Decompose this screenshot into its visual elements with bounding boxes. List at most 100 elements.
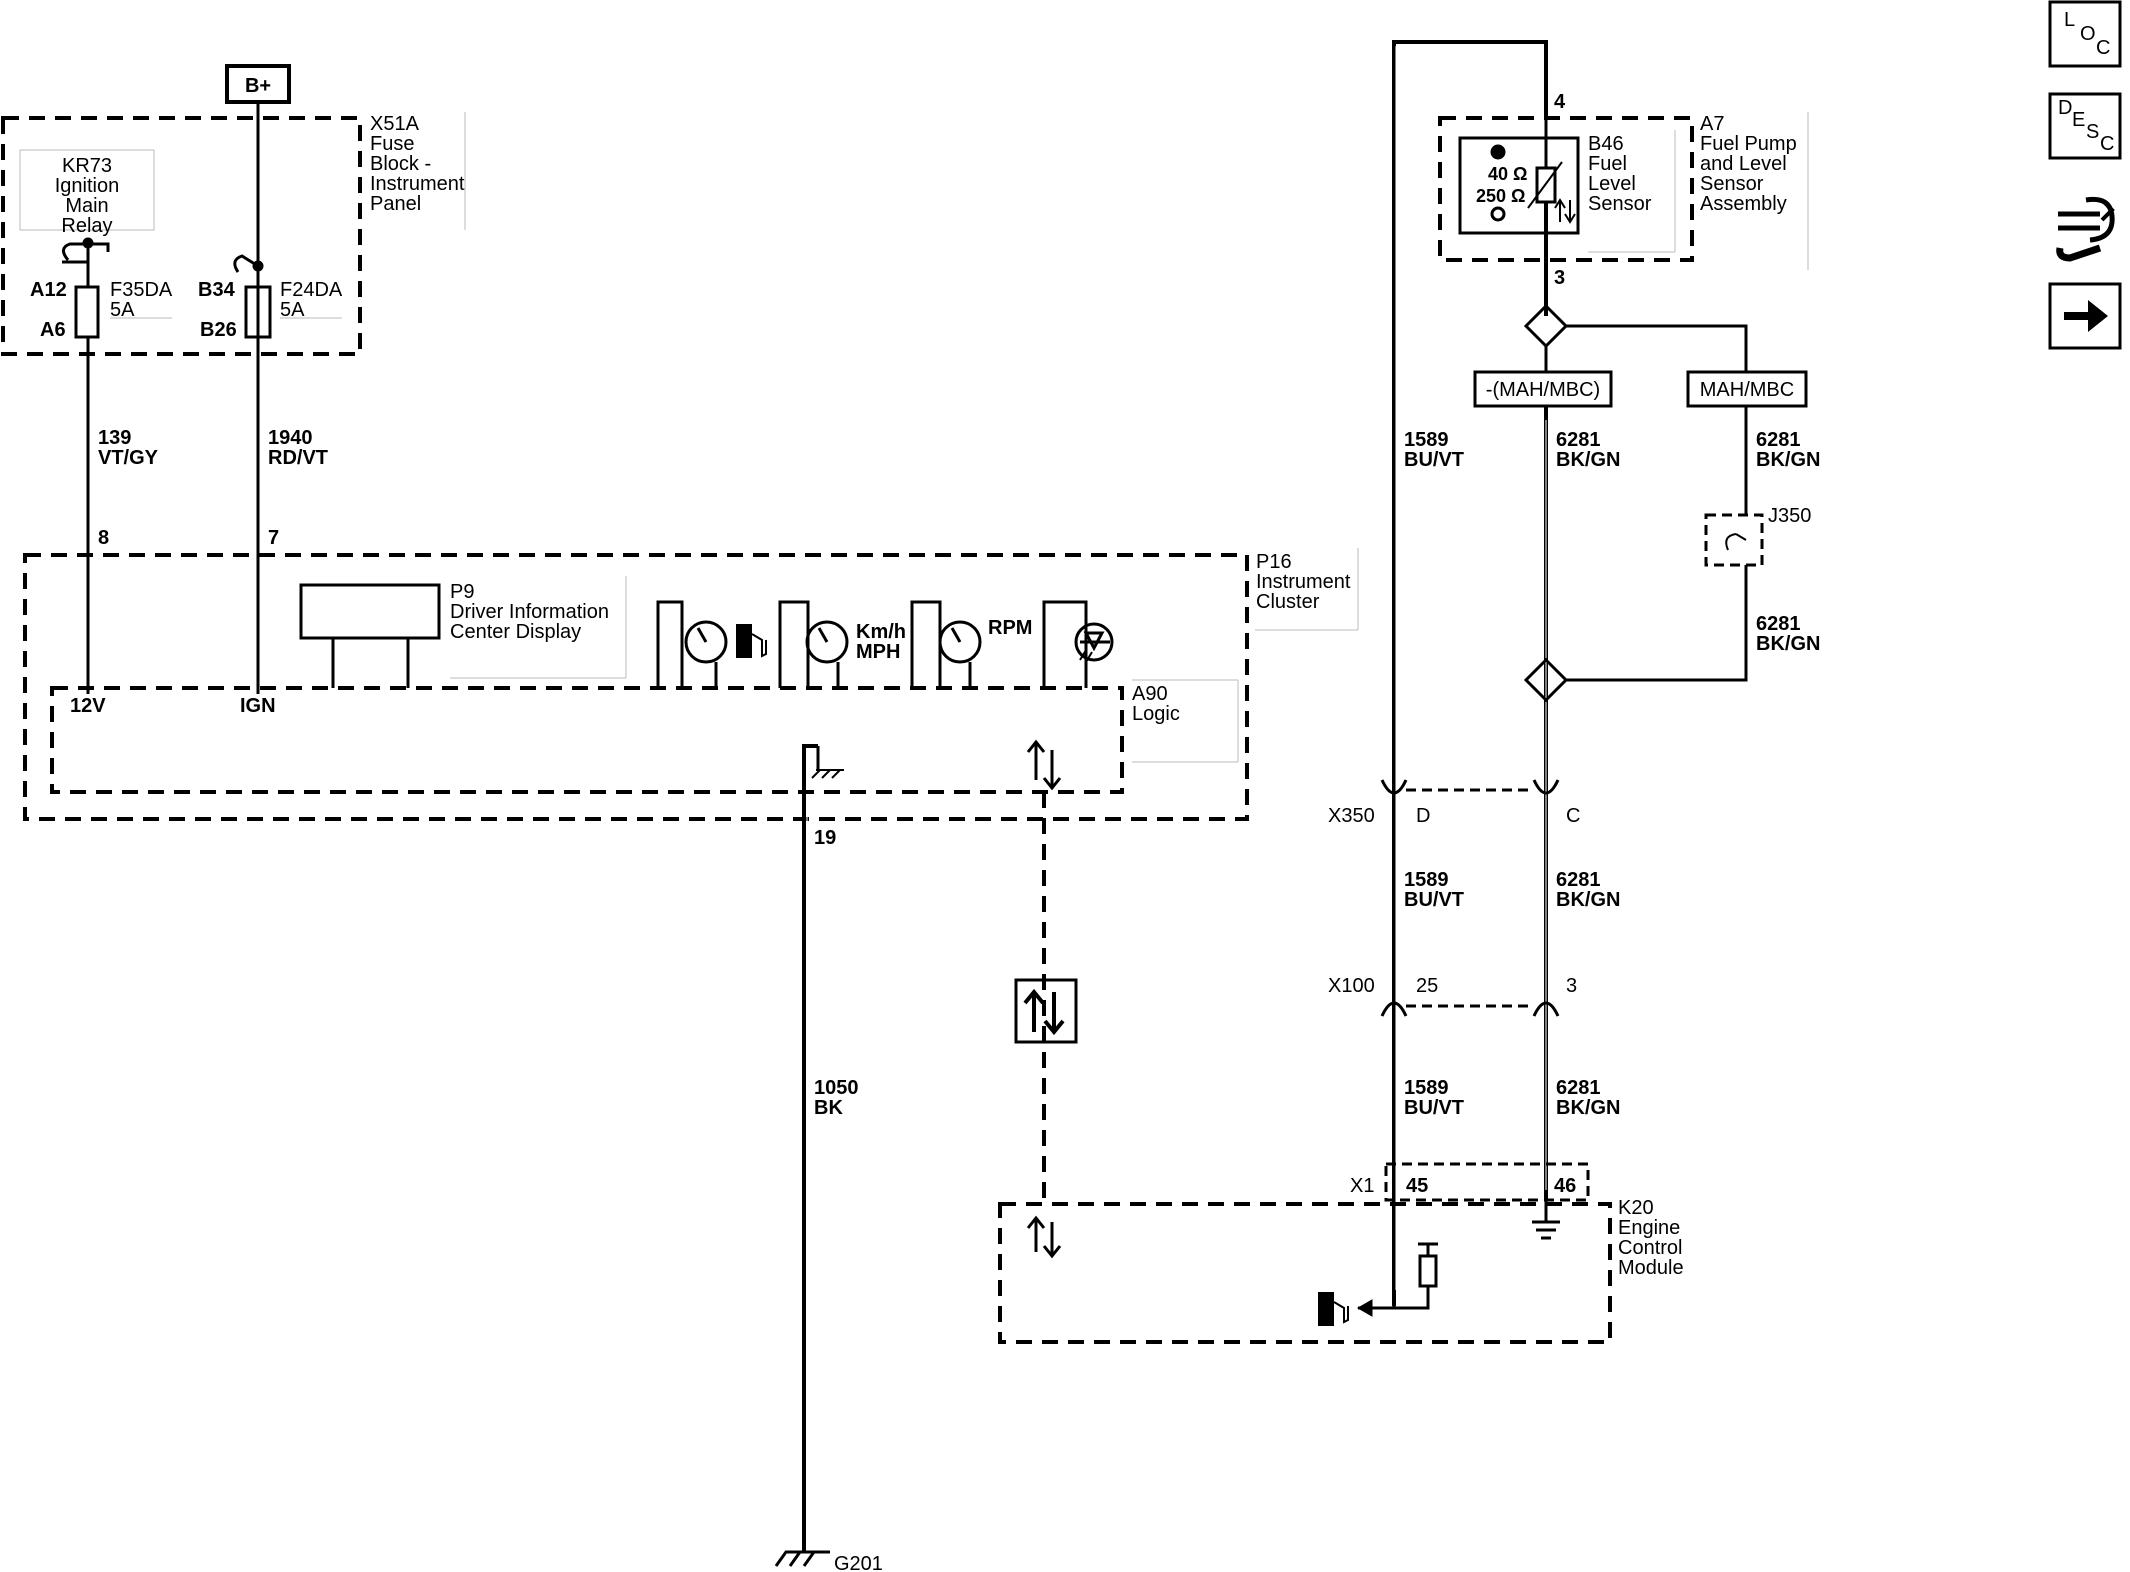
x1-label: X1	[1350, 1175, 1374, 1197]
cluster-pin-8: 8	[98, 527, 109, 549]
sensor-resistance-low: 40 Ω	[1488, 164, 1527, 184]
desc-button[interactable]	[2048, 92, 2122, 160]
sensor-desc-3: Sensor	[1588, 193, 1652, 215]
display-name: P9	[450, 581, 474, 603]
battery-positive-label: B+	[245, 75, 271, 97]
wire-6281-d-circuit: 6281	[1556, 869, 1601, 891]
forward-arrow-button[interactable]	[2048, 282, 2122, 350]
cluster-desc-1: Instrument	[1256, 571, 1351, 593]
wire-1940-circuit: 1940	[268, 427, 313, 449]
fuse1-pin-in: A12	[30, 279, 67, 301]
option-left-label: -(MAH/MBC)	[1486, 379, 1600, 401]
fuel-pump-desc-3: Sensor	[1700, 173, 1764, 195]
jumper-label: J350	[1768, 505, 1811, 527]
wire-1589-top-color: BU/VT	[1404, 449, 1464, 471]
forward-arrow-icon	[2064, 300, 2108, 332]
wire-6281-e-circuit: 6281	[1556, 1077, 1601, 1099]
splice-bottom	[1523, 657, 1569, 703]
wire-1589-mid-circuit: 1589	[1404, 869, 1449, 891]
x1-pin-45: 45	[1406, 1175, 1428, 1197]
fuel-pump-icon	[736, 624, 1349, 1326]
ecm-desc-1: Engine	[1618, 1217, 1680, 1239]
display-desc-1: Driver Information	[450, 601, 609, 623]
option-box-left	[1473, 370, 1613, 408]
x350-pin-d: D	[1416, 805, 1430, 827]
cluster-desc-2: Cluster	[1256, 591, 1320, 613]
wire-1589-bot-circuit: 1589	[1404, 1077, 1449, 1099]
fuse-f24da	[244, 285, 272, 339]
fuse1-rating: 5A	[110, 299, 135, 321]
wire-1589-top-circuit: 1589	[1404, 429, 1449, 451]
logic-name: A90	[1132, 683, 1168, 705]
wrench-connector-button[interactable]	[2056, 196, 2115, 262]
wire-1589-bot-color: BU/VT	[1404, 1097, 1464, 1119]
desc-letter-c: C	[2100, 133, 2114, 155]
fuse2-pin-out: B26	[200, 319, 237, 341]
x100-pin-3: 3	[1566, 975, 1577, 997]
wire-1050-circuit: 1050	[814, 1077, 859, 1099]
x350-label: X350	[1328, 805, 1375, 827]
fuel-gauge-icon	[684, 620, 728, 664]
rpm-label: RPM	[988, 617, 1032, 639]
fuel-pump-desc-1: Fuel Pump	[1700, 133, 1797, 155]
wire-6281-c-color: BK/GN	[1756, 633, 1820, 655]
fuel-pump-desc-2: and Level	[1700, 153, 1787, 175]
wire-6281-d-color: BK/GN	[1556, 889, 1620, 911]
connector-x350-d	[1380, 779, 1408, 795]
sensor-name: B46	[1588, 133, 1624, 155]
display-desc-2: Center Display	[450, 621, 581, 643]
cluster-ground-pin: 19	[814, 827, 836, 849]
relay-desc-1: Ignition	[55, 175, 120, 197]
fuel-pump-pin-3: 3	[1554, 267, 1565, 289]
speed-unit-kmh: Km/h	[856, 621, 906, 643]
logic-module-outline	[50, 686, 1124, 794]
fuse-block-desc-4: Panel	[370, 193, 421, 215]
speedometer-icon	[805, 620, 849, 664]
fuel-pump-assembly-outline	[1438, 116, 1694, 262]
sensor-desc-1: Fuel	[1588, 153, 1627, 175]
wire-6281-b-circuit: 6281	[1756, 429, 1801, 451]
pull-up-resistor-icon	[1418, 1254, 1438, 1288]
logic-desc: Logic	[1132, 703, 1180, 725]
relay-label-box	[19, 149, 155, 231]
sensor-resistance-high: 250 Ω	[1476, 186, 1525, 206]
desc-letter-s: S	[2086, 121, 2099, 143]
x1-pin-46: 46	[1554, 1175, 1576, 1197]
wire-1050	[802, 744, 818, 1552]
wire-1589	[1392, 40, 1548, 1300]
relay-desc-3: Relay	[61, 215, 112, 237]
loc-button[interactable]	[2048, 0, 2122, 68]
cluster-12v-label: 12V	[70, 695, 106, 717]
connector-x100-3	[1532, 1001, 1560, 1017]
jumper-j350	[1704, 513, 1764, 567]
cluster-name: P16	[1256, 551, 1292, 573]
serial-data-box	[1014, 978, 1078, 1044]
fuse2-pin-in: B34	[198, 279, 236, 301]
ground-g201-label: G201	[834, 1553, 883, 1572]
desc-letter-d: D	[2058, 97, 2072, 119]
fuse-block-outline	[1, 116, 362, 356]
option-right-label: MAH/MBC	[1700, 379, 1794, 401]
fuel-pump-pin-4: 4	[1554, 91, 1566, 113]
x100-pin-25: 25	[1416, 975, 1438, 997]
wire-1940-color: RD/VT	[268, 447, 328, 469]
ecm-desc-2: Control	[1618, 1237, 1682, 1259]
tachometer-icon	[938, 620, 982, 664]
wire-1050-color: BK	[814, 1097, 843, 1119]
loc-letter-o: O	[2080, 23, 2096, 45]
ecm-desc-3: Module	[1618, 1257, 1684, 1279]
relay-desc-2: Main	[65, 195, 108, 217]
fuse1-name: F35DA	[110, 279, 173, 301]
wire-6281-a-circuit: 6281	[1556, 429, 1601, 451]
fuse-block-name: X51A	[370, 113, 420, 135]
cluster-pin-7: 7	[268, 527, 279, 549]
wire-139-circuit: 139	[98, 427, 131, 449]
x100-label: X100	[1328, 975, 1375, 997]
ground-g201-icon	[774, 1550, 830, 1567]
cluster-ign-label: IGN	[240, 695, 276, 717]
x1-connector-outline	[1384, 1162, 1590, 1202]
indicator-lamp-icon	[1074, 622, 1114, 662]
fuel-level-sensor-box	[1458, 136, 1580, 235]
sensor-desc-2: Level	[1588, 173, 1636, 195]
fuse1-pin-out: A6	[40, 319, 66, 341]
